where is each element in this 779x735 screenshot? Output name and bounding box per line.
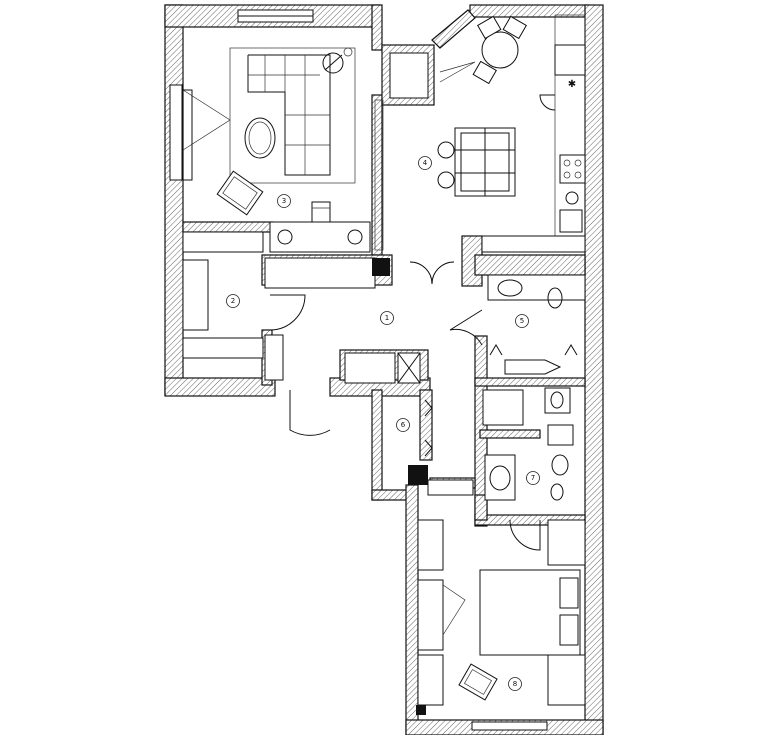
svg-text:7: 7 — [531, 474, 535, 482]
room-4-furniture: ✱ — [437, 14, 586, 253]
room-label-6: 6 — [396, 418, 410, 432]
room-label-2: 2 — [226, 294, 240, 308]
room-3-furniture — [181, 47, 384, 253]
room-label-7: 7 — [526, 471, 540, 485]
room-labels: 1 2 3 4 5 6 7 8 — [226, 156, 540, 691]
svg-text:4: 4 — [423, 159, 428, 167]
room-6-furniture — [408, 399, 474, 496]
svg-text:2: 2 — [231, 297, 235, 305]
room-2-furniture — [182, 231, 376, 436]
room-label-8: 8 — [508, 677, 522, 691]
room-label-1: 1 — [380, 311, 394, 325]
svg-text:1: 1 — [385, 314, 389, 322]
room-label-4: 4 — [418, 156, 432, 170]
svg-text:8: 8 — [513, 680, 517, 688]
corridor-doors — [344, 258, 483, 384]
room-7-furniture — [482, 387, 574, 551]
svg-text:✱: ✱ — [568, 79, 576, 90]
svg-text:6: 6 — [401, 421, 406, 429]
room-label-5: 5 — [515, 314, 529, 328]
room-label-3: 3 — [277, 194, 291, 208]
room-8-furniture — [416, 519, 586, 715]
svg-text:5: 5 — [520, 317, 524, 325]
room-5-furniture — [487, 274, 586, 375]
svg-text:3: 3 — [282, 197, 286, 205]
